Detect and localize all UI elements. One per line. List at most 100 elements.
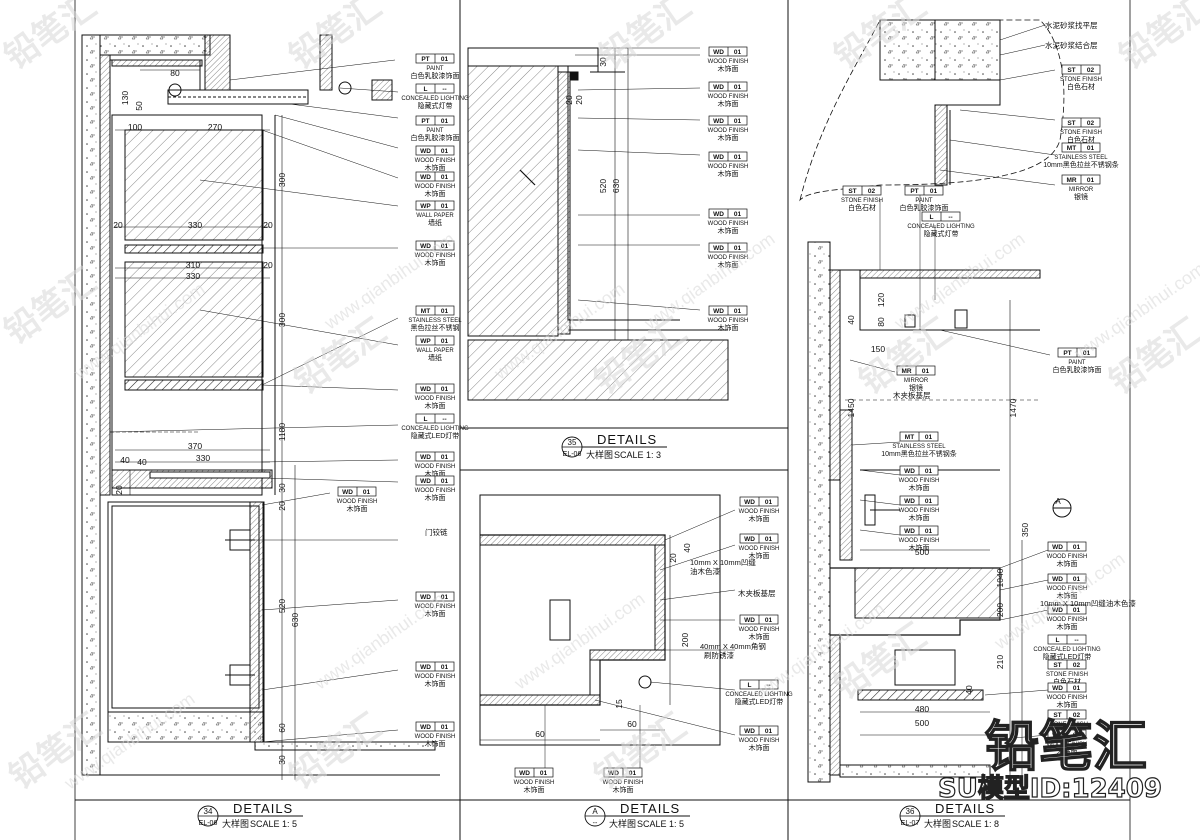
tag-number: 01: [441, 454, 449, 461]
dimension-label: 120: [876, 293, 886, 307]
dimension-label: 80: [876, 317, 886, 327]
tag-material-cn: 木饰面: [718, 169, 739, 178]
tag-number: 01: [441, 664, 449, 671]
detail-36-drawing: [799, 19, 1072, 783]
tag-code: WD: [1052, 685, 1063, 692]
tag-number: 01: [1087, 145, 1095, 152]
dimension-label: 40: [137, 457, 147, 467]
tag-material-cn: 白色乳胶漆饰面: [900, 203, 949, 212]
tag-material-en: WOOD FINISH: [1047, 617, 1088, 623]
tag-code: WD: [713, 154, 724, 161]
tag-code: WD: [713, 49, 724, 56]
tag-code: WD: [744, 536, 755, 543]
dimension-label: 20: [113, 220, 123, 230]
tag-code: WD: [904, 528, 915, 535]
tag-material-en: WOOD FINISH: [415, 184, 456, 190]
tag-material-en: WOOD FINISH: [1047, 742, 1088, 748]
annotation-note: 水泥砂浆结合层: [1045, 40, 1098, 50]
dimension-label: 500: [915, 547, 929, 557]
detail-number: 35: [568, 438, 577, 447]
tag-material-en: CONCEALED LIGHTING: [1033, 647, 1101, 653]
dimension-label: 500: [915, 718, 929, 728]
tag-number: 01: [1073, 732, 1081, 739]
tag-material-en: WOOD FINISH: [739, 738, 780, 744]
tag-number: 01: [441, 338, 449, 345]
dimension-label: 270: [208, 122, 222, 132]
tag-code: WD: [420, 174, 431, 181]
tag-material-en: PAINT: [426, 128, 444, 134]
detail-34-drawing: [81, 34, 440, 780]
watermark-brand: 铅笔汇: [283, 0, 388, 77]
dimension-label: 20: [668, 553, 678, 563]
tag-number: 01: [1073, 576, 1081, 583]
tag-code: WD: [1052, 576, 1063, 583]
dimension-label: 20: [114, 485, 124, 495]
tag-material-cn: 木饰面: [718, 226, 739, 235]
watermark-brand: 铅笔汇: [593, 0, 698, 77]
tag-material-en: WALL PAPER: [416, 213, 454, 219]
tag-code: WD: [744, 617, 755, 624]
dimension-label: 20: [564, 95, 574, 105]
detail-title: DETAILS: [233, 801, 293, 816]
tag-code: WP: [420, 203, 431, 210]
tag-material-en: STONE FINISH: [1060, 130, 1102, 136]
tag-code: L: [424, 86, 428, 93]
tag-code: WP: [420, 338, 431, 345]
watermark-url: www.qianbihui.com: [890, 229, 1029, 334]
tag-number: 01: [441, 724, 449, 731]
tag-number: 01: [734, 308, 742, 315]
tag-material-cn: 木饰面: [1057, 700, 1078, 709]
tag-code: PT: [421, 56, 429, 63]
tag-material-en: WOOD FINISH: [415, 253, 456, 259]
detail-title-cn: 大样图: [924, 818, 951, 829]
tag-number: 02: [1073, 712, 1081, 719]
tag-number: 01: [540, 770, 548, 777]
tag-material-en: STAINLESS STEEL: [892, 444, 946, 450]
dimension-label: 630: [290, 613, 300, 627]
detail-scale: SCALE 1: 5: [250, 819, 297, 829]
tag-material-cn: 木饰面: [425, 258, 446, 267]
dimension-label: 1180: [277, 423, 287, 442]
detail-title-cn: 大样图: [222, 818, 249, 829]
tag-code: WD: [713, 118, 724, 125]
tag-material-en: WOOD FINISH: [708, 221, 749, 227]
tag-material-en: STONE FINISH: [1046, 722, 1088, 728]
tag-code: MT: [905, 434, 914, 441]
tag-number: 01: [1083, 350, 1091, 357]
dimension-label: 60: [535, 729, 545, 739]
tag-material-en: WOOD FINISH: [739, 546, 780, 552]
tag-code: PT: [1063, 350, 1071, 357]
tag-number: 01: [363, 489, 371, 496]
tag-code: WD: [519, 770, 530, 777]
tag-material-en: WOOD FINISH: [708, 59, 749, 65]
tag-number: 01: [1087, 177, 1095, 184]
dimension-label: 40: [846, 315, 856, 325]
tag-material-en: WOOD FINISH: [739, 509, 780, 515]
detail-35-drawing: [467, 47, 729, 401]
tag-material-cn: 木饰面: [749, 551, 770, 560]
tag-material-cn: 木饰面: [749, 514, 770, 523]
tag-material-cn: 白色乳胶漆饰面: [1053, 365, 1102, 374]
tag-code: WD: [1052, 732, 1063, 739]
tag-material-en: PAINT: [426, 66, 444, 72]
tag-material-cn: 木饰面: [718, 64, 739, 73]
tag-code: ST: [1067, 120, 1075, 127]
tag-material-en: STONE FINISH: [1060, 77, 1102, 83]
annotation-note: 门铰链: [425, 527, 448, 537]
tag-code: MT: [421, 308, 430, 315]
detail-title: DETAILS: [597, 432, 657, 447]
